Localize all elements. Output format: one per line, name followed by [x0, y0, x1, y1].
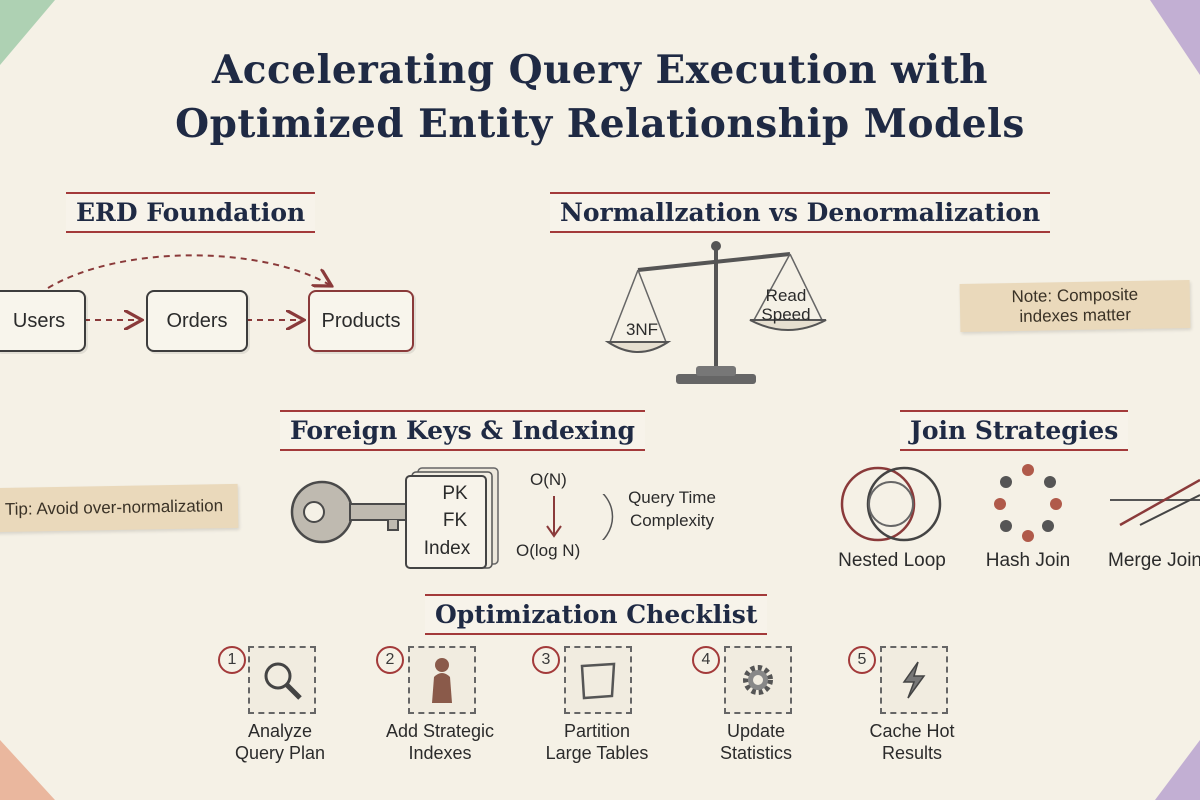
erd-heading: ERD Foundation [66, 192, 316, 233]
step-1-label: Analyze Query Plan [205, 720, 355, 764]
step-2-line2: Indexes [408, 743, 472, 763]
complexity-label-line1: Query Time [628, 488, 716, 507]
gear-icon [724, 646, 792, 714]
step-1-number: 1 [218, 646, 246, 674]
complexity-from: O(N) [530, 470, 567, 489]
balance-scale-icon [604, 241, 827, 384]
users-products-arrow [47, 254, 330, 289]
erd-node-users: Users [0, 290, 86, 352]
step-5-number: 5 [848, 646, 876, 674]
card-pk: PK [442, 483, 468, 504]
step-2-line1: Add Strategic [385, 721, 495, 741]
erd-connectors [47, 254, 420, 360]
merge-join-icon [1110, 478, 1200, 527]
nested-loop-icon [840, 466, 942, 542]
step-4-label: Update Statistics [681, 720, 831, 764]
step-1-line1: Analyze [247, 721, 313, 741]
erd-node-products: Products [308, 290, 414, 352]
step-5-label: Cache Hot Results [837, 720, 987, 764]
tip-tape: Tip: Avoid over-normalization [0, 483, 239, 533]
purple-corner-tape [1150, 0, 1200, 75]
page-title-line2: Optimized Entity Relationship Models [175, 101, 1025, 147]
scale-left-label: 3NF [625, 320, 659, 339]
step-5-line2: Results [881, 743, 943, 763]
note-tape: Note: Composite indexes matter [959, 279, 1191, 333]
step-3-line2: Large Tables [545, 743, 649, 763]
note-line2: indexes matter [1019, 305, 1132, 326]
magnifier-icon [248, 646, 316, 714]
step-3-label: Partition Large Tables [522, 720, 672, 764]
tip-text: Tip: Avoid over-normalization [4, 496, 224, 519]
green-corner-tape [0, 0, 55, 65]
card-index: Index [423, 538, 471, 559]
complexity-to: O(log N) [516, 541, 581, 560]
index-card-stack [405, 467, 499, 569]
normalization-heading: Normallzation vs Denormalization [550, 192, 1051, 233]
erd-node-orders: Orders [146, 290, 248, 352]
purple-corner-tape-bottom [1155, 740, 1200, 800]
complexity-label-line2: Complexity [629, 511, 715, 530]
join-nested-loop-label: Nested Loop [838, 550, 946, 571]
card-fk: FK [442, 510, 468, 531]
scale-right-label-line1: Read [765, 286, 807, 305]
hash-join-icon [994, 464, 1062, 542]
step-2-label: Add Strategic Indexes [365, 720, 515, 764]
step-3-line1: Partition [563, 721, 631, 741]
step-4-line1: Update [726, 721, 786, 741]
join-merge-label: Merge Join [1108, 550, 1200, 571]
scale-right-label-line2: Speed [761, 305, 811, 324]
complexity-arrow [546, 494, 614, 540]
step-1-line2: Query Plan [234, 743, 326, 763]
join-strategies-heading: Join Strategies [900, 410, 1129, 451]
orange-corner-tape [0, 740, 55, 800]
step-3-number: 3 [532, 646, 560, 674]
step-4-line2: Statistics [719, 743, 793, 763]
checklist-heading: Optimization Checklist [425, 594, 768, 635]
lightning-icon [880, 646, 948, 714]
step-4-number: 4 [692, 646, 720, 674]
step-2-number: 2 [376, 646, 404, 674]
foreign-keys-heading: Foreign Keys & Indexing [280, 410, 645, 451]
step-5-line1: Cache Hot [869, 721, 955, 741]
person-icon [408, 646, 476, 714]
page-title-line1: Accelerating Query Execution with [212, 47, 988, 93]
join-hash-label: Hash Join [985, 550, 1071, 571]
table-partition-icon [564, 646, 632, 714]
